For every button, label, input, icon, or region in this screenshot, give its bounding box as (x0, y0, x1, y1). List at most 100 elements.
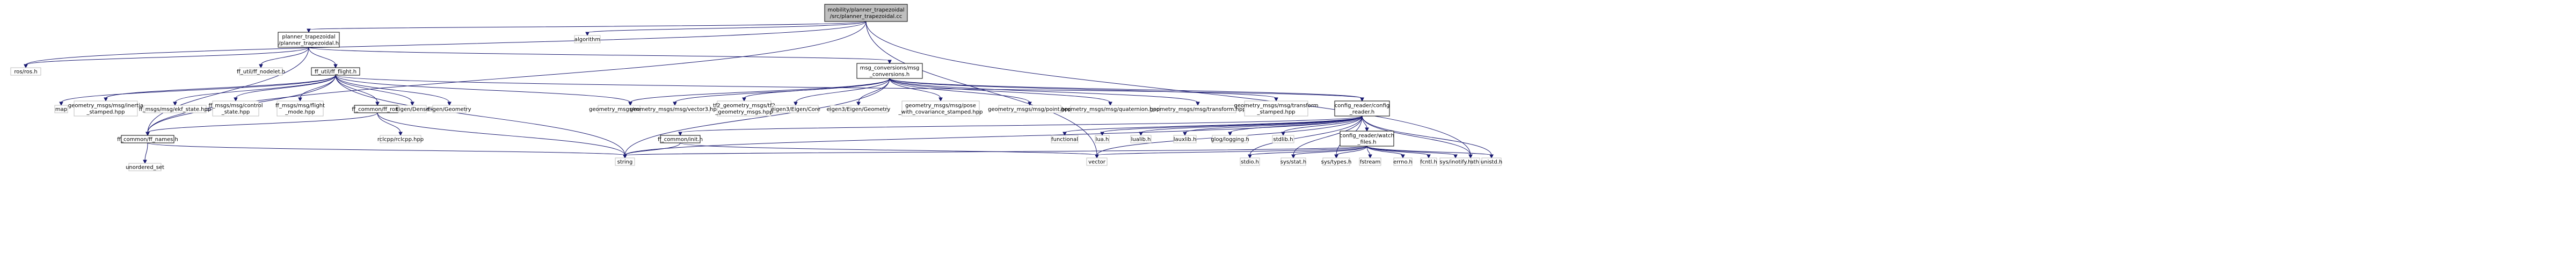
edge-arrowhead (585, 32, 590, 37)
edge-ffros-to-rclcpp (377, 112, 403, 136)
node-label: sys/stat.h (1280, 160, 1306, 165)
edge-line (147, 47, 309, 133)
node-sysstat[interactable]: sys/stat.h (1280, 157, 1306, 166)
edge-line (1249, 146, 1367, 156)
edge-arrowhead (1108, 102, 1112, 106)
node-lauxlib[interactable]: lauxlib.h (1173, 135, 1197, 143)
node-label: geometry_msgs/msg/inertia (68, 103, 143, 109)
edge-line (1362, 115, 1492, 156)
edge-msgconv-to-eig3geo (856, 78, 890, 106)
node-msgconv[interactable]: msg_conversions/msg_conversions.h (856, 63, 923, 79)
node-control[interactable]: ff_msgs/msg/control_state.hpp (208, 100, 263, 117)
node-fstream[interactable]: fstream (1359, 157, 1381, 166)
edge-line (61, 75, 336, 103)
node-box (901, 100, 980, 117)
node-config[interactable]: config_reader/config_reader.h (1334, 100, 1390, 117)
edge-arrowhead (24, 64, 28, 69)
node-label: geometry_msgs/msg/vector3.hpp (630, 107, 720, 113)
edge-line (889, 78, 1363, 99)
node-rclcpp[interactable]: rclcpp/rclcpp.hpp (377, 135, 424, 143)
node-fcntl[interactable]: fcntl.h (1420, 157, 1437, 166)
node-vector[interactable]: vector (1086, 157, 1108, 166)
edge-line (630, 78, 890, 103)
node-quat[interactable]: geometry_msgs/msg/quaternion.hpp (1061, 105, 1160, 113)
edge-ffflight-to-flightmode (298, 75, 336, 102)
node-pth[interactable]: planner_trapezoidal/planner_trapezoidal.… (278, 32, 340, 48)
node-box (1130, 135, 1152, 143)
edge-ffflight-to-ffros (335, 75, 380, 106)
node-map[interactable]: map (54, 105, 68, 113)
node-box (1359, 157, 1381, 166)
node-label: tf2_geometry_msgs/tf2 (713, 103, 775, 109)
edge-watch-to-vector (1095, 146, 1367, 159)
edge-msgconv-to-eigcore (794, 78, 890, 106)
node-box (143, 105, 207, 113)
node-tfstamped[interactable]: geometry_msgs/msg/transform_stamped.hpp (1234, 100, 1319, 117)
node-ffnodelet[interactable]: ff_util/ff_nodelet.h (237, 67, 285, 76)
edge-pth-to-ffflight (308, 47, 338, 69)
node-ffnames[interactable]: ff_common/ff_names.h (117, 135, 178, 143)
node-label: fstream (1360, 160, 1381, 165)
node-lualib[interactable]: lualib.h (1130, 135, 1152, 143)
node-ekf[interactable]: ff_msgs/msg/ekf_state.hpp (139, 105, 211, 113)
edge-root-to-ffnames (145, 21, 867, 136)
edge-config-to-init (678, 115, 1363, 136)
edge-watch-to-systypes (1334, 146, 1367, 159)
node-label: Eigen/Geometry (427, 107, 471, 113)
node-init[interactable]: ff_common/init.h (658, 135, 703, 143)
node-stdio[interactable]: stdio.h (1240, 157, 1260, 166)
node-unistd[interactable]: unistd.h (1481, 157, 1502, 166)
edge-arrowhead (673, 102, 677, 106)
node-label: _reader.h (1349, 110, 1374, 115)
node-watch[interactable]: config_reader/watch_files.h (1340, 131, 1394, 147)
node-label: config_reader/watch (1340, 133, 1394, 139)
node-label: /planner_trapezoidal.h (279, 41, 339, 47)
edge-line (308, 21, 867, 30)
node-transform[interactable]: geometry_msgs/msg/transform.hpp (1149, 105, 1246, 113)
node-label: _conversions.h (869, 72, 909, 78)
node-stdlib[interactable]: stdlib.h (1272, 135, 1294, 143)
node-label: _state.hpp (221, 110, 250, 115)
edge-line (1366, 146, 1492, 156)
edge-arrowhead (628, 102, 632, 106)
node-string[interactable]: string (615, 157, 635, 166)
node-algorithm[interactable]: algorithm (574, 35, 601, 44)
node-ffflight[interactable]: ff_util/ff_flight.h (311, 67, 360, 76)
edge-arrowhead (1401, 154, 1405, 159)
node-box (121, 135, 174, 143)
node-unordset[interactable]: unordered_set (126, 163, 164, 171)
node-functional[interactable]: functional (1051, 135, 1079, 143)
node-label: fcntl.h (1420, 160, 1437, 165)
edge-line (147, 112, 378, 133)
node-box (1212, 135, 1248, 143)
node-flightmode[interactable]: ff_msgs/msg/flight_mode.hpp (275, 100, 325, 117)
node-label: eigen3/Eigen/Core (771, 107, 820, 113)
edge-line (1064, 115, 1363, 133)
node-vector3[interactable]: geometry_msgs/msg/vector3.hpp (630, 105, 720, 113)
node-eiggeo[interactable]: Eigen/Geometry (427, 105, 471, 113)
node-point[interactable]: geometry_msgs/msg/point.hpp (988, 105, 1072, 113)
edge-msgconv-to-config (889, 78, 1364, 102)
node-tf2[interactable]: tf2_geometry_msgs/tf2_geometry_msgs.hpp (713, 100, 775, 117)
node-rosh[interactable]: ros/ros.h (10, 67, 41, 76)
edge-watch-to-string (623, 146, 1367, 159)
node-luah[interactable]: lua.h (1095, 135, 1110, 143)
node-eigdense[interactable]: Eigen/Dense (396, 105, 430, 113)
node-inotify[interactable]: sys/inotify.h (1439, 157, 1472, 166)
node-eigcore[interactable]: eigen3/Eigen/Core (771, 105, 820, 113)
edge-line (1140, 115, 1363, 133)
node-label: geometry_msgs/msg/transform.hpp (1149, 107, 1246, 113)
node-errno[interactable]: errno.h (1393, 157, 1413, 166)
node-inertia[interactable]: geometry_msgs/msg/inertia_stamped.hpp (68, 100, 143, 117)
edge-line (1249, 115, 1363, 156)
node-glog[interactable]: glog/logging.h (1211, 135, 1249, 143)
node-label: errno.h (1393, 160, 1413, 165)
node-eig3geo[interactable]: eigen3/Eigen/Geometry (827, 105, 891, 113)
edge-watch-to-unistd (1366, 146, 1494, 159)
node-posecov[interactable]: geometry_msgs/msg/pose_with_covariance_s… (898, 100, 983, 117)
edge-ffflight-to-eiggeo (335, 75, 452, 106)
node-label: map (55, 107, 67, 113)
node-label: ff_msgs/msg/ekf_state.hpp (139, 107, 211, 113)
edge-ffnames-to-unordset (143, 142, 148, 164)
node-systypes[interactable]: sys/types.h (1321, 157, 1352, 166)
